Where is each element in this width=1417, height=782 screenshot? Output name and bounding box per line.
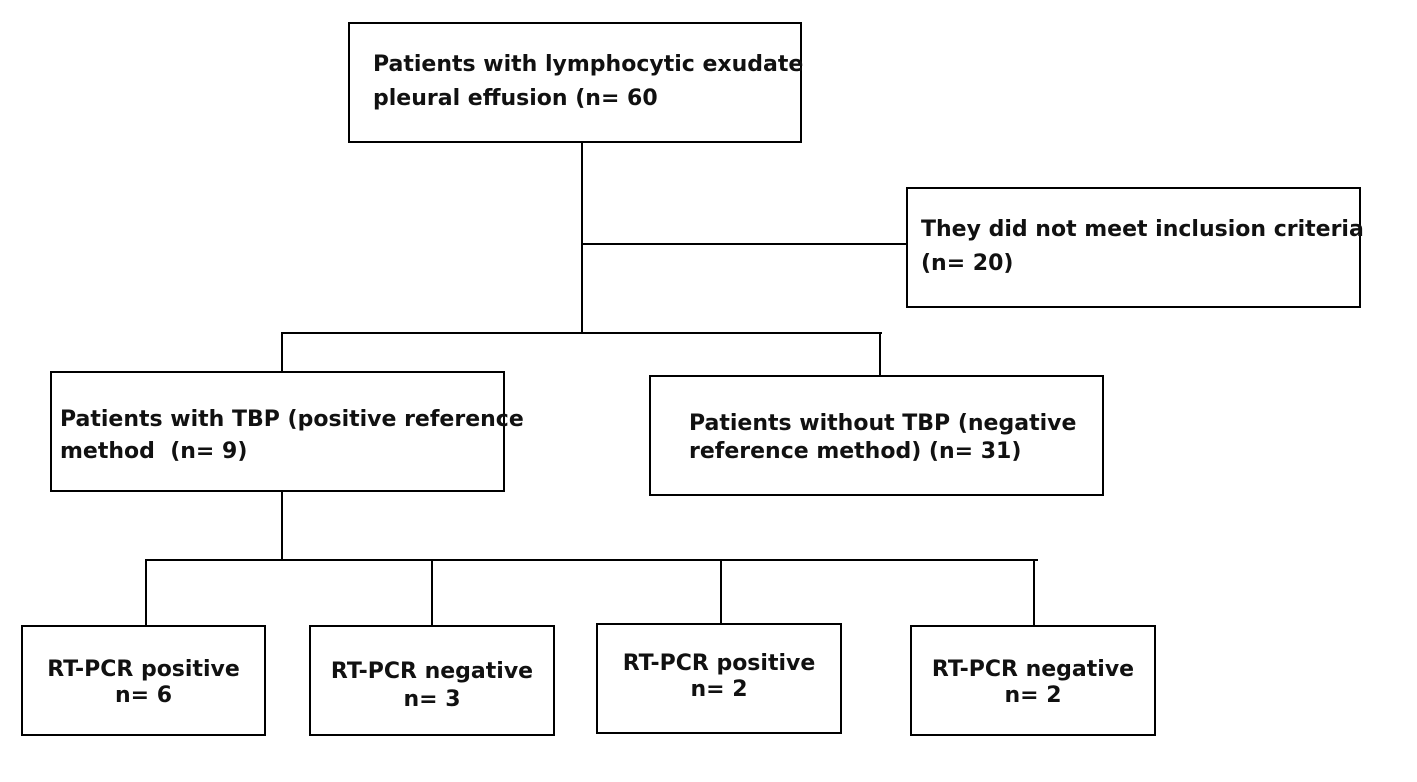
box-result-2-line2: n= 3 <box>403 687 461 712</box>
connector-top-down <box>581 141 583 334</box>
box-result-3-line1: RT-PCR positive <box>622 651 816 676</box>
box-result-3-line2: n= 2 <box>690 677 748 702</box>
box-result-1-line2: n= 6 <box>114 683 173 708</box>
box-tbp-negative: Patients without TBP (negative reference… <box>649 375 1104 496</box>
box-excluded: They did not meet inclusion criteria (n=… <box>906 187 1364 308</box>
connector-to-excluded <box>581 243 907 245</box>
box-all-patients: Patients with lymphocytic exudate pleura… <box>348 22 804 143</box>
box-result-2-line1: RT-PCR negative <box>330 659 534 684</box>
connector-results-horizontal <box>145 559 1038 561</box>
box-tbp-positive: Patients with TBP (positive reference me… <box>50 371 524 492</box>
box-result-4-line2: n= 2 <box>1004 683 1062 708</box>
box-all-patients-line2: pleural effusion (n= 60 <box>373 86 658 111</box>
connector-to-result-1 <box>145 559 147 627</box>
connector-to-result-4 <box>1033 559 1035 627</box>
box-result-3: RT-PCR positive n= 2 <box>596 623 842 734</box>
connector-to-tbp-positive <box>281 332 283 372</box>
box-excluded-line1: They did not meet inclusion criteria <box>921 217 1364 242</box>
box-result-1: RT-PCR positive n= 6 <box>21 625 266 736</box>
box-result-4-line1: RT-PCR negative <box>931 657 1135 682</box>
box-tbp-positive-line2: method (n= 9) <box>60 439 248 464</box>
box-result-4: RT-PCR negative n= 2 <box>910 625 1156 736</box>
box-tbp-negative-line1: Patients without TBP (negative <box>689 411 1077 436</box>
connector-to-tbp-negative <box>879 332 881 376</box>
connector-split-horizontal <box>281 332 882 334</box>
connector-tbp-positive-down <box>281 490 283 561</box>
box-all-patients-line1: Patients with lymphocytic exudate <box>373 52 804 77</box>
box-excluded-line2: (n= 20) <box>921 251 1014 276</box>
box-tbp-positive-line1: Patients with TBP (positive reference <box>60 407 524 432</box>
box-tbp-negative-line2: reference method) (n= 31) <box>689 439 1022 464</box>
connector-to-result-3 <box>720 559 722 625</box>
connector-to-result-2 <box>431 559 433 627</box>
box-result-2: RT-PCR negative n= 3 <box>309 625 555 736</box>
box-result-1-line1: RT-PCR positive <box>47 657 240 682</box>
